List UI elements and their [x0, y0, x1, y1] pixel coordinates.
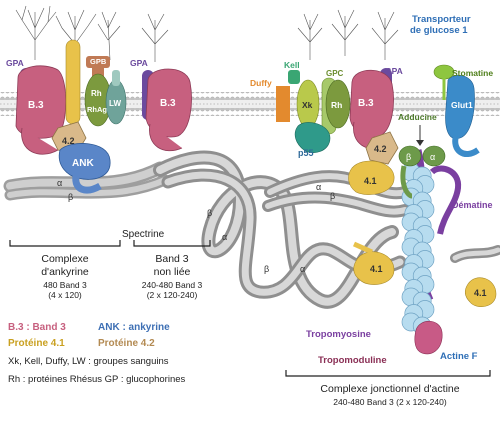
spectrin-network — [153, 150, 500, 309]
legend: B.3 : Band 3 ANK : ankyrine Protéine 4.1… — [8, 322, 186, 385]
legend-b3: B.3 : Band 3 — [8, 322, 66, 333]
protein-labels: GPA B.3 GPB Rh RhAg LW 4.2 ANK α β GPA G… — [6, 14, 493, 366]
caption-band3-sub-1: 240-480 Band 3 — [142, 280, 203, 290]
label-adducine: Adducine — [398, 112, 437, 122]
label-tropomoduline: Tropomoduline — [318, 355, 387, 366]
label-alpha-2: α — [316, 182, 321, 192]
label-spectrine: Spectrine — [122, 229, 165, 240]
label-duffy: Duffy — [250, 78, 272, 88]
label-rh-left: Rh — [91, 89, 102, 98]
caption-ankyrin-sub-2: (4 x 120) — [48, 290, 82, 300]
caption-ankyrin-sub-1: 480 Band 3 — [43, 280, 87, 290]
label-kell: Kell — [284, 60, 300, 70]
protein-41-lower-left — [353, 251, 395, 285]
label-dematine: Dématine — [452, 200, 493, 210]
group-captions: Complexe d'ankyrine 480 Band 3 (4 x 120)… — [9, 240, 491, 407]
caption-junctional-sub: 240-480 Band 3 (2 x 120-240) — [333, 397, 447, 407]
caption-ankyrin-title-1: Complexe — [41, 253, 88, 265]
tropomoduline — [414, 320, 443, 355]
label-alpha-4: α — [300, 264, 305, 274]
label-p55: p55 — [298, 148, 314, 158]
label-rhag: RhAg — [87, 105, 107, 114]
duffy — [276, 86, 290, 122]
label-alpha-1: α — [57, 178, 62, 188]
actin-filament — [401, 162, 435, 336]
label-actine-f: Actine F — [440, 351, 478, 362]
glycan-trees — [15, 5, 399, 62]
label-gpb: GPB — [90, 57, 107, 66]
caption-band3-title-1: Band 3 — [155, 253, 188, 265]
ankyrin — [58, 143, 111, 180]
label-p41-lower-right: 4.1 — [474, 288, 487, 298]
label-beta-4: β — [264, 264, 269, 274]
label-b3-left: B.3 — [28, 100, 44, 111]
legend-blood-groups: Xk, Kell, Duffy, LW : groupes sanguins — [8, 356, 169, 367]
label-gpa-right: GPA — [385, 66, 403, 76]
glut1 — [445, 75, 475, 139]
label-glucose-transporter-2: de glucose 1 — [410, 25, 468, 36]
label-gpc: GPC — [326, 69, 344, 78]
label-alpha-3: α — [222, 232, 227, 242]
protein-41-lower-right — [464, 277, 497, 307]
label-xk: Xk — [302, 100, 313, 110]
p55 — [294, 122, 331, 153]
adducine-beta — [398, 145, 422, 167]
lipid-bilayer — [0, 92, 500, 116]
label-gpa-middle: GPA — [130, 58, 148, 68]
legend-p42: Protéine 4.2 — [98, 338, 155, 349]
rh-right — [325, 79, 351, 129]
label-ank: ANK — [72, 158, 94, 169]
label-b3-middle: B.3 — [160, 98, 176, 109]
caption-band3-sub-2: (2 x 120-240) — [147, 290, 198, 300]
label-tropomyosine: Tropomyosine — [306, 329, 371, 340]
label-lw: LW — [109, 99, 121, 108]
label-rh-right: Rh — [331, 100, 342, 110]
dematine — [429, 165, 462, 235]
label-p41-lower-left: 4.1 — [370, 264, 383, 274]
stomatine — [433, 64, 455, 80]
junctional-complex — [276, 64, 497, 355]
label-adducine-beta: β — [406, 152, 411, 162]
label-beta-1: β — [68, 192, 73, 202]
caption-ankyrin-title-2: d'ankyrine — [41, 266, 89, 278]
band3-free — [142, 68, 192, 152]
ankyrin-complex — [3, 39, 171, 201]
legend-p41: Protéine 4.1 — [8, 338, 65, 349]
label-beta-2: β — [330, 191, 335, 201]
label-beta-3: β — [207, 208, 212, 218]
legend-ank: ANK : ankyrine — [98, 322, 170, 333]
label-b3-right: B.3 — [358, 98, 374, 109]
adducine-alpha — [422, 145, 446, 167]
label-adducine-alpha: α — [430, 152, 435, 162]
label-gpa-left: GPA — [6, 58, 24, 68]
label-glut1: Glut1 — [451, 100, 473, 110]
label-stomatine: Stomatine — [452, 68, 493, 78]
protein-41-junction — [348, 160, 395, 195]
label-glucose-transporter-1: Transporteur — [412, 14, 471, 25]
caption-band3-title-2: non liée — [154, 266, 191, 278]
label-p42-left: 4.2 — [62, 136, 75, 146]
label-p41-junction: 4.1 — [364, 176, 377, 186]
caption-junctional-title: Complexe jonctionnel d'actine — [320, 383, 459, 395]
label-p42-right: 4.2 — [374, 144, 387, 154]
legend-rh-gp: Rh : protéines Rhésus GP : glucophorines — [8, 374, 186, 385]
label-gpa-left-outer: GPA — [6, 58, 24, 68]
